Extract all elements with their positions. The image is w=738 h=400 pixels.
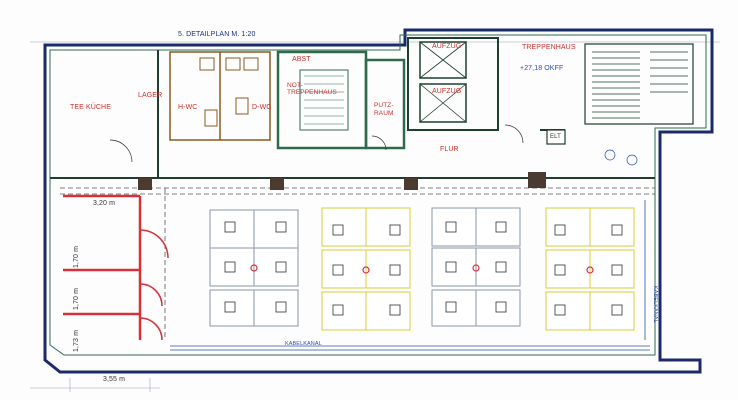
desk-cluster-3 (431, 207, 521, 327)
light-fixtures (604, 149, 638, 166)
room-label-not-treppenhaus: NOT-TREPPENHAUS (287, 82, 337, 96)
wc-fixtures (199, 57, 259, 127)
kabelkanal-bottom-label: KABELKANAL (285, 341, 322, 347)
desk-cluster-2 (321, 207, 411, 331)
dimension-3-20: 3,20 m (93, 200, 115, 207)
floor-outlet-markers (250, 264, 594, 274)
red-partitions (63, 194, 169, 341)
room-label-treppenhaus: TREPPENHAUS (522, 44, 576, 51)
dimension-1-70-a: 1,70 m (73, 246, 80, 268)
building-shell (43, 28, 714, 374)
main-stair-treads (592, 51, 688, 119)
room-label-d-wc: D-WC (252, 104, 272, 111)
door-swings (109, 124, 524, 163)
dimension-1-70-b: 1,70 m (73, 288, 80, 310)
kabelkanal-right-label: KABELKANAL (652, 286, 658, 323)
room-label-elt: ELT (550, 134, 561, 140)
room-label-tee-kueche: TEE KÜCHE (70, 104, 111, 111)
chairs (224, 221, 623, 316)
dimension-lines (30, 41, 720, 392)
core-rooms (50, 37, 694, 179)
room-label-aufzug-2: AUFZUG (432, 88, 462, 95)
room-label-h-wc: H-WC (178, 104, 198, 111)
structural-columns (138, 172, 546, 190)
corridor-dashed-line (60, 187, 655, 340)
dimension-3-55: 3,55 m (103, 376, 125, 383)
room-label-lager: LAGER (138, 92, 163, 99)
room-label-putz-raum: PUTZ-RAUM (374, 102, 394, 117)
room-label-abst: ABST (292, 56, 311, 63)
emergency-stair-treads (304, 75, 344, 125)
plan-title: 5. DETAILPLAN M. 1:20 (178, 31, 256, 38)
cable-ducts (170, 200, 650, 351)
elevation-marker: +27,18 OKFF (520, 65, 564, 72)
room-label-aufzug-1: AUFZUG (432, 43, 462, 50)
dimension-1-73: 1,73 m (73, 330, 80, 352)
room-label-flur: FLUR (440, 146, 459, 153)
desk-cluster-4 (545, 207, 635, 331)
